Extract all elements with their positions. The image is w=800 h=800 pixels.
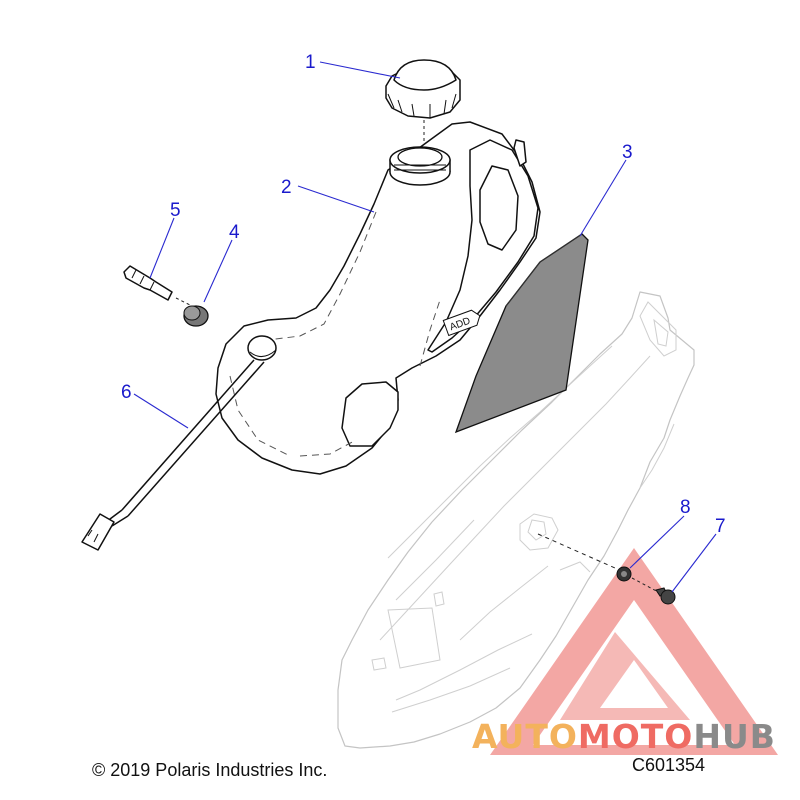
watermark-logo xyxy=(490,548,778,755)
callout-6: 6 xyxy=(121,382,132,403)
leader-lines xyxy=(133,61,717,593)
washer xyxy=(616,566,632,582)
callout-4: 4 xyxy=(229,222,240,243)
callout-7: 7 xyxy=(715,516,726,537)
mounting-panel-ghost xyxy=(337,291,695,749)
callout-1: 1 xyxy=(305,52,316,73)
copyright-notice: © 2019 Polaris Industries Inc. xyxy=(92,760,328,780)
watermark-text: AUTOMOTOHUB xyxy=(472,717,776,756)
fill-level-marker: ADD xyxy=(442,309,481,337)
callout-2: 2 xyxy=(281,177,292,198)
fuel-sender xyxy=(81,359,265,551)
fuel-cap xyxy=(385,59,461,119)
callout-8: 8 xyxy=(680,497,691,518)
watermark-word-auto: AUTO xyxy=(472,717,578,756)
push-rivet xyxy=(655,587,676,605)
callout-5: 5 xyxy=(170,200,181,221)
vent-fitting xyxy=(123,265,173,301)
callout-3: 3 xyxy=(622,142,633,163)
watermark-word-hub: HUB xyxy=(693,717,776,756)
watermark-word-moto: MOTO xyxy=(578,717,693,756)
drawing-number: C601354 xyxy=(632,755,706,775)
sender-grommet xyxy=(247,335,277,361)
fuel-tank: ADD xyxy=(215,121,541,475)
heat-shield-panel xyxy=(454,233,589,434)
filler-neck xyxy=(389,146,451,186)
callout-labels: 1 2 3 4 5 6 7 8 xyxy=(121,52,726,537)
fitting-alignment-line xyxy=(175,297,193,307)
grommet xyxy=(183,305,209,327)
